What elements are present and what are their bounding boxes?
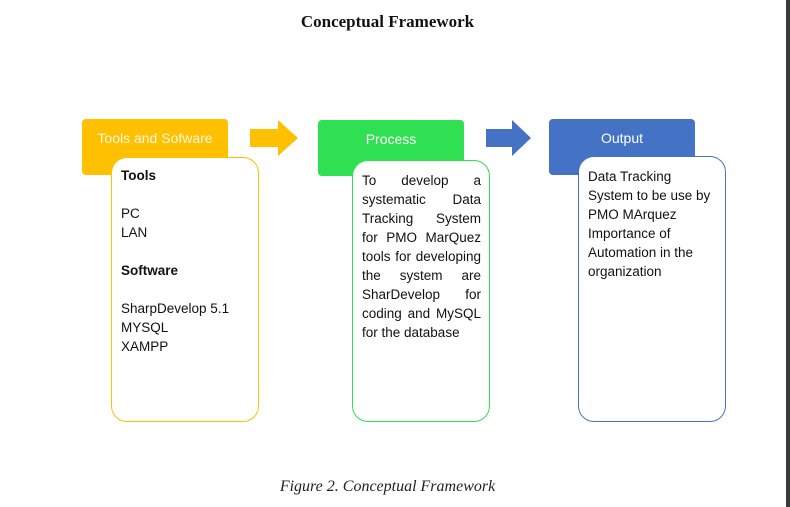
software-item: SharpDevelop 5.1 — [121, 301, 230, 316]
process-header-label: Process — [365, 131, 417, 147]
tools-item: PC — [121, 206, 140, 221]
figure-caption: Figure 2. Conceptual Framework — [279, 478, 496, 495]
tools-content-box: Tools PC LAN Software SharpDevelop 5.1 M… — [111, 157, 259, 422]
process-content-box: To develop a systematic Data Tracking Sy… — [352, 160, 490, 422]
arrow-right-icon — [486, 120, 531, 156]
tools-heading: Tools — [121, 168, 156, 183]
software-heading: Software — [121, 263, 179, 278]
output-header-label: Output — [600, 130, 644, 146]
software-item: MYSQL — [121, 320, 169, 335]
tools-header-label: Tools and Sofware — [97, 130, 213, 146]
tools-item: LAN — [121, 225, 148, 240]
window-edge — [786, 0, 790, 507]
document-title: Conceptual Framework — [300, 12, 475, 31]
arrow-right-icon — [250, 120, 298, 156]
output-content-box: Data Tracking System to be use by PMO MA… — [578, 156, 726, 422]
output-description: Data Tracking System to be use by PMO MA… — [588, 169, 711, 279]
software-item: XAMPP — [121, 339, 169, 354]
process-description: To develop a systematic Data Tracking Sy… — [362, 173, 481, 340]
